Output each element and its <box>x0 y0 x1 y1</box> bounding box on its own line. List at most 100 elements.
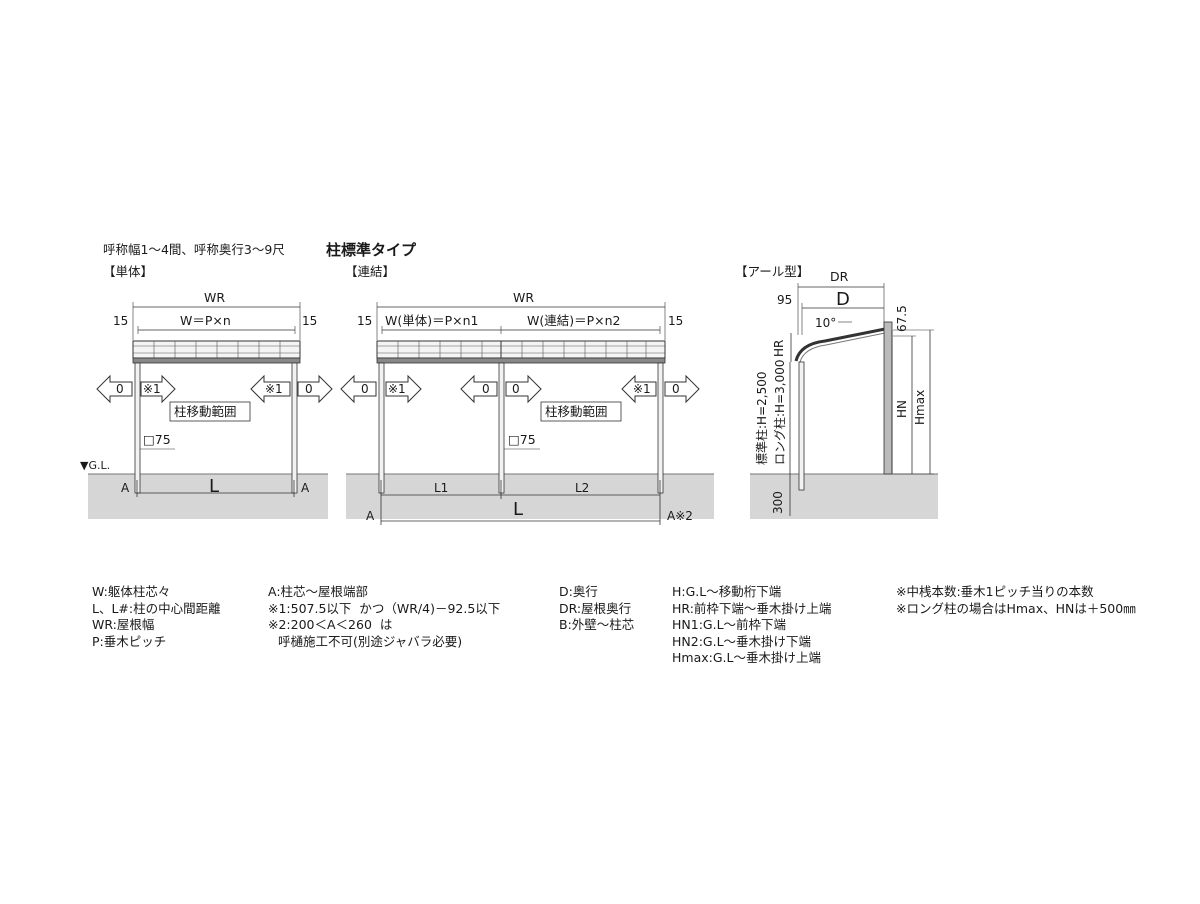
side-gap-67: 67.5 <box>895 305 909 332</box>
legend-col3: D:奥行 DR:屋根奥行 B:外壁～柱芯 <box>559 584 634 634</box>
single-arrow-in-left-icon <box>140 374 176 404</box>
linked-wr-label: WR <box>513 290 534 305</box>
side-roof-arc <box>794 327 886 362</box>
single-arrow-zero-left: 0 <box>116 382 124 396</box>
linked-a-left: A <box>366 509 375 523</box>
header-title: 柱標準タイプ <box>326 241 417 259</box>
legend-col1: W:躯体柱芯々 L、L#:柱の中心間距離 WR:屋根幅 P:垂木ピッチ <box>92 584 221 650</box>
side-section-label: 【アール型】 <box>735 264 809 279</box>
linked-arrow-zero-left: 0 <box>361 382 369 396</box>
legend-item: Hmax:G.L～垂木掛け上端 <box>672 650 821 665</box>
linked-span-l1: L1 <box>434 481 448 495</box>
linked-arrow-zero-mid2: 0 <box>512 382 520 396</box>
single-range-box <box>169 401 251 422</box>
legend-item: L、L#:柱の中心間距離 <box>92 600 221 616</box>
side-wall <box>883 321 893 475</box>
linked-diagram: 【連結】 WR 15 15 W(単体)＝P×n1 W(連結)＝P×n2 <box>340 264 714 525</box>
single-roof <box>132 340 301 364</box>
single-ground <box>88 474 328 519</box>
linked-arrow-zero-right: 0 <box>672 382 680 396</box>
single-edge-left: 15 <box>113 314 128 328</box>
linked-range-label: 柱移動範囲 <box>545 404 608 419</box>
side-post-long: ロング柱:H=3,000 <box>772 360 787 465</box>
legend-item: HN1:G.L～前枠下端 <box>672 617 787 632</box>
linked-roof <box>376 340 666 364</box>
single-diagram: 【単体】 ▼G.L. WR 15 15 W＝P×n <box>80 264 333 519</box>
side-d-label: D <box>836 289 850 310</box>
single-a-left: A <box>121 481 130 495</box>
linked-arrow-note-left: ※1 <box>388 382 406 396</box>
linked-arrow-note-right: ※1 <box>633 382 651 396</box>
linked-arrow-mid-left-icon <box>460 374 498 404</box>
side-diagram: 【アール型】 DR 95 D 10° 67.5 HR 標準柱:H=2,500 ロ… <box>735 264 938 519</box>
legend-item: 呼樋施工不可(別途ジャバラ必要) <box>278 633 463 649</box>
linked-w-single-formula: W(単体)＝P×n1 <box>385 313 479 328</box>
single-w-formula: W＝P×n <box>180 313 231 328</box>
linked-arrow-in-left-icon <box>385 374 422 404</box>
single-arrow-in-right-icon <box>250 374 291 404</box>
legend-item: H:G.L～移動桁下端 <box>672 584 782 599</box>
legend-item: W:躯体柱芯々 <box>92 584 171 599</box>
legend-col2: A:柱芯～屋根端部 ※1:507.5以下 かつ（WR/4)－92.5以下 ※2:… <box>268 584 500 650</box>
header-subtitle: 呼称幅1～4間、呼称奥行3～9尺 <box>103 242 285 257</box>
legend-item: ※2:200＜A＜260 は <box>268 617 393 632</box>
side-post <box>798 361 805 491</box>
linked-post-left <box>378 362 385 494</box>
side-post-std: 標準柱:H=2,500 <box>754 372 769 465</box>
legend-item: ※ロング柱の場合はHmax、HNは＋500㎜ <box>896 600 1136 616</box>
single-a-right: A <box>301 481 310 495</box>
legend-item: DR:屋根奥行 <box>559 600 632 616</box>
legend-col5: ※中桟本数:垂木1ピッチ当りの本数 ※ロング柱の場合はHmax、HNは＋500㎜ <box>896 584 1136 617</box>
single-wr-label: WR <box>204 290 225 305</box>
single-section-label: 【単体】 <box>103 264 153 279</box>
linked-arrow-out-right-icon <box>664 374 700 404</box>
linked-post-right <box>657 362 664 494</box>
linked-edge-right: 15 <box>668 314 683 328</box>
side-hmax: Hmax <box>913 390 927 425</box>
single-arrow-note-right: ※1 <box>265 382 283 396</box>
side-depth-300: 300 <box>771 491 785 514</box>
linked-section-label: 【連結】 <box>345 264 395 279</box>
side-angle: 10° <box>815 316 836 330</box>
linked-arrow-in-right-icon <box>621 374 657 404</box>
side-ground <box>750 474 938 519</box>
legend-item: ※中桟本数:垂木1ピッチ当りの本数 <box>896 584 1094 599</box>
linked-post-size: □75 <box>508 432 536 447</box>
linked-a-right: A※2 <box>667 509 693 523</box>
legend-item: P:垂木ピッチ <box>92 633 167 649</box>
single-span-l: L <box>209 476 219 497</box>
legend-item: HR:前枠下端～垂木掛け上端 <box>672 600 832 616</box>
legend-item: D:奥行 <box>559 584 598 599</box>
linked-post-mid <box>498 362 505 494</box>
linked-arrow-zero-mid: 0 <box>482 382 490 396</box>
single-arrow-zero-right: 0 <box>305 382 313 396</box>
side-offset-95: 95 <box>777 293 792 307</box>
side-hr: HR <box>772 340 786 357</box>
linked-arrow-out-left-icon <box>340 374 377 404</box>
legend-item: ※1:507.5以下 かつ（WR/4)－92.5以下 <box>268 600 501 616</box>
single-edge-right: 15 <box>302 314 317 328</box>
linked-span-l2: L2 <box>575 481 589 495</box>
legend-item: A:柱芯～屋根端部 <box>268 584 369 599</box>
legend-item: WR:屋根幅 <box>92 617 155 632</box>
single-arrow-out-right-icon <box>297 374 333 404</box>
single-gl-label: ▼G.L. <box>80 459 110 472</box>
legend-item: B:外壁～柱芯 <box>559 617 635 632</box>
side-dr-label: DR <box>830 269 849 284</box>
single-arrow-note-left: ※1 <box>143 382 161 396</box>
legend-item: HN2:G.L～垂木掛け下端 <box>672 633 812 649</box>
single-post-left <box>134 362 141 494</box>
linked-edge-left: 15 <box>357 314 372 328</box>
single-arrow-out-left-icon <box>96 374 133 404</box>
side-hn: HN <box>895 400 909 418</box>
legend-col4: H:G.L～移動桁下端 HR:前枠下端～垂木掛け上端 HN1:G.L～前枠下端 … <box>672 584 831 667</box>
linked-w-linked-formula: W(連結)＝P×n2 <box>527 313 621 328</box>
linked-range-box <box>540 401 622 422</box>
single-post-right <box>291 362 298 494</box>
linked-span-l: L <box>513 499 523 520</box>
linked-arrow-mid-right-icon <box>505 374 542 404</box>
single-post-size: □75 <box>143 432 171 447</box>
single-range-label: 柱移動範囲 <box>174 404 237 419</box>
